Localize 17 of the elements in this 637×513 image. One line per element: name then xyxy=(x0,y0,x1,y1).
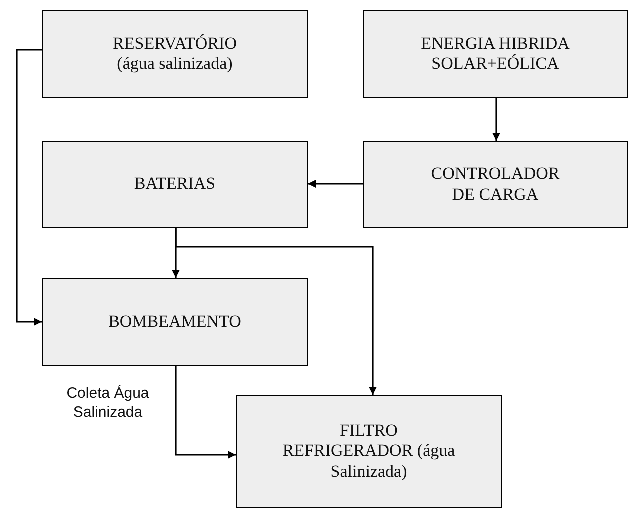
box-label: RESERVATÓRIO (água salinizada) xyxy=(112,34,238,74)
arrow xyxy=(492,98,500,141)
process-box xyxy=(42,10,308,98)
box-label: ENERGIA HIBRIDA SOLAR+EÓLICA xyxy=(420,34,571,74)
box-label: FILTRO REFRIGERADOR (água Salinizada) xyxy=(282,420,456,482)
arrow xyxy=(308,180,363,188)
arrow xyxy=(175,366,236,459)
process-box xyxy=(42,278,308,366)
arrow xyxy=(175,228,377,395)
arrow xyxy=(16,49,42,326)
box-label: BATERIAS xyxy=(134,174,216,195)
process-box xyxy=(363,141,628,228)
process-box xyxy=(42,141,308,228)
box-label: CONTROLADOR DE CARGA xyxy=(430,164,561,205)
box-label: BOMBEAMENTO xyxy=(108,312,242,332)
process-box xyxy=(363,10,628,98)
process-box xyxy=(236,395,502,508)
